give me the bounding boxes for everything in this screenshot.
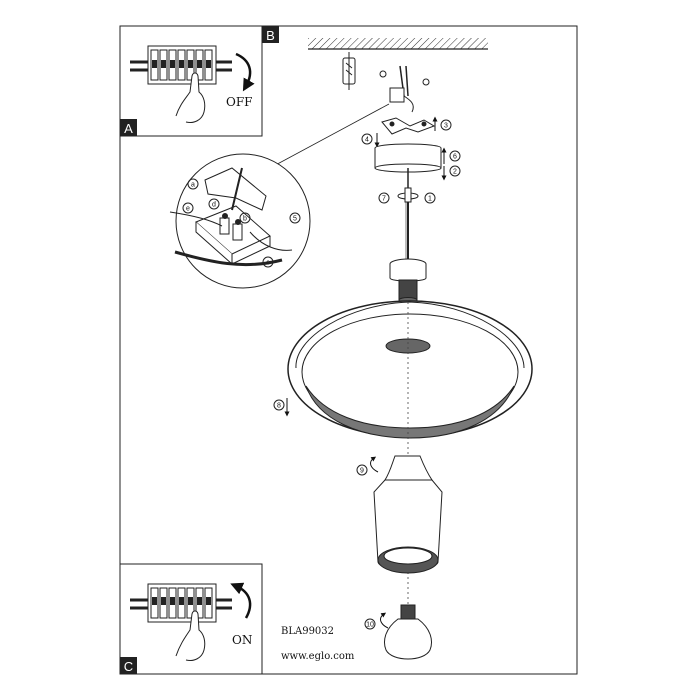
canopy-icon [374,143,442,188]
fuse-box-icon [130,583,232,623]
lamp-socket-icon [389,258,427,303]
cable-grip-icon [397,187,419,203]
twist-arrow [370,456,379,473]
light-bulb-icon [384,604,432,660]
panel-a-letter: A [124,121,133,136]
detail-letter-badge: d [208,198,220,210]
hand-icon [175,72,206,123]
svg-text:4: 4 [365,137,369,144]
svg-text:7: 7 [382,196,386,203]
svg-text:e: e [186,206,190,213]
step-badge: 3 [440,119,452,131]
detail-letter-badge: e [182,202,194,214]
panel-b-tag [262,26,279,43]
mounting-bracket-icon [381,117,436,135]
wall-plug-icon [342,52,356,90]
step-badge: 8 [273,399,285,411]
panel-power-off: A B [119,25,279,137]
model-number: BLA99032 [281,626,334,637]
on-label: ON [232,633,252,647]
diffuser-glass-icon [373,455,443,574]
svg-text:c: c [266,260,270,267]
svg-text:8: 8 [277,403,281,410]
svg-text:5: 5 [293,216,297,223]
step-badge: 1 [424,192,436,204]
ceiling-icon [308,38,488,50]
svg-text:1: 1 [428,196,432,203]
detail-letter-badge: b [239,212,251,224]
lamp-shade-icon [287,300,533,439]
switch-up-arrow-icon [230,582,252,619]
switch-down-arrow-icon [235,52,255,92]
step-badge: 10 [364,618,376,630]
detail-letter-badge: c [262,256,274,268]
svg-text:9: 9 [360,468,364,475]
off-label: OFF [226,95,253,109]
svg-text:6: 6 [453,154,457,161]
fuse-box-icon [130,45,232,85]
panel-c-letter: C [124,659,133,674]
step-badge: 4 [361,133,373,145]
website-url: www.eglo.com [281,651,355,662]
svg-text:2: 2 [453,169,457,176]
panel-power-on: C [119,563,263,675]
detail-letter-badge: a [187,178,199,190]
svg-text:3: 3 [444,123,448,130]
terminal-detail-callout: a b c d e 5 [169,153,311,289]
panel-b-letter: B [266,28,275,43]
callout-leader-line [269,103,390,169]
screw-head-icon [379,70,387,78]
twist-arrow [380,612,389,629]
svg-text:10: 10 [366,622,374,629]
supply-cable-icon [389,65,414,113]
svg-text:a: a [191,182,195,189]
screw-head-icon [422,78,430,86]
hand-icon [175,610,206,661]
svg-text:d: d [212,202,216,209]
step-badge: 9 [356,464,368,476]
step-badge: 7 [378,192,390,204]
step-badge: 2 [449,165,461,177]
panel-c-tag [120,657,137,674]
panel-a-tag [120,119,137,136]
page-border [119,25,578,675]
step-badge: 6 [449,150,461,162]
step-badge: 5 [289,212,301,224]
svg-text:b: b [243,216,247,223]
